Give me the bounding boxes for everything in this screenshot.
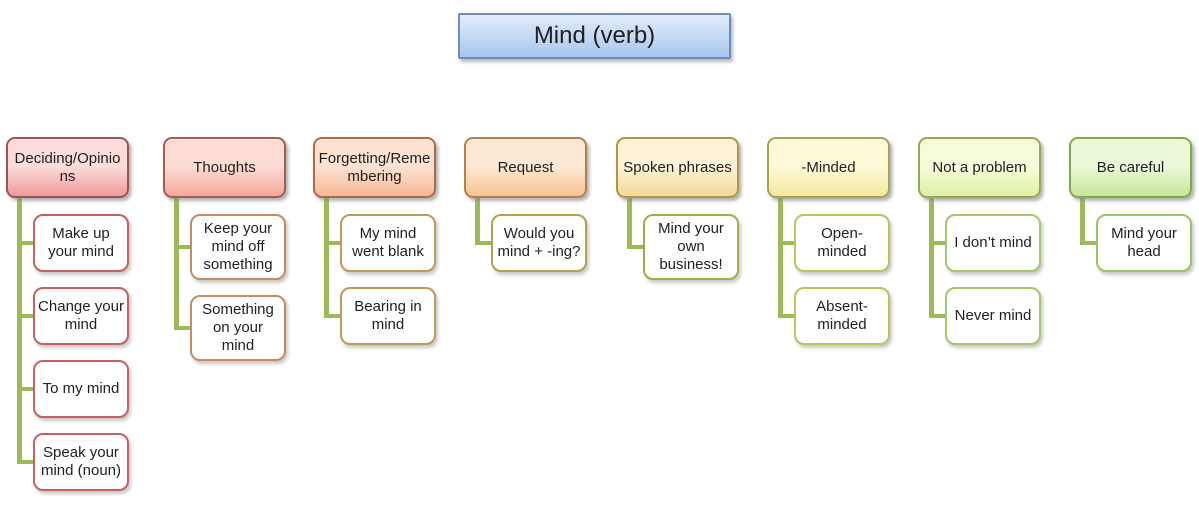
child-node: Change your mind	[19, 287, 129, 345]
child-node-label: Absent-minded	[794, 287, 890, 345]
child-node: Mind your head	[1082, 214, 1192, 272]
category-label: Request	[497, 158, 554, 176]
child-node-label: Speak your mind (noun)	[33, 433, 129, 491]
connector-line	[475, 196, 480, 245]
category-node: Deciding/Opinions	[6, 137, 129, 198]
child-node-label: Make up your mind	[33, 214, 129, 272]
connector-line	[627, 196, 632, 249]
category-label: Spoken phrases	[623, 158, 732, 176]
category-node: Be careful	[1069, 137, 1192, 198]
child-node: Speak your mind (noun)	[19, 433, 129, 491]
category-column: Be careful Mind your head	[1069, 137, 1192, 272]
connector-line	[174, 196, 179, 330]
child-node-label: Mind your head	[1096, 214, 1192, 272]
category-node: Spoken phrases	[616, 137, 739, 198]
child-node-label: Never mind	[945, 287, 1041, 345]
child-node-label: To my mind	[33, 360, 129, 418]
child-node: Make up your mind	[19, 214, 129, 272]
child-node-label: Change your mind	[33, 287, 129, 345]
connector-line	[778, 196, 783, 318]
child-node-label: Keep your mind off something	[190, 214, 286, 280]
connector-line	[1080, 196, 1085, 245]
connector-line	[929, 196, 934, 318]
child-node: Mind your own business!	[629, 214, 739, 280]
child-node: Open-minded	[780, 214, 890, 272]
category-column: Forgetting/Remembering My mind went blan…	[313, 137, 436, 345]
child-node: Never mind	[931, 287, 1041, 345]
child-node: Would you mind + -ing?	[477, 214, 587, 272]
category-label: Forgetting/Remembering	[318, 149, 431, 185]
category-node: Forgetting/Remembering	[313, 137, 436, 198]
child-node-label: Something on your mind	[190, 295, 286, 361]
child-node: I don’t mind	[931, 214, 1041, 272]
child-node-label: Would you mind + -ing?	[491, 214, 587, 272]
category-label: Be careful	[1096, 158, 1165, 176]
child-node-label: I don’t mind	[945, 214, 1041, 272]
category-column: Request Would you mind + -ing?	[464, 137, 587, 272]
child-node-label: Bearing in mind	[340, 287, 436, 345]
child-node: Keep your mind off something	[176, 214, 286, 280]
category-node: Request	[464, 137, 587, 198]
child-node-label: Open-minded	[794, 214, 890, 272]
child-nodes: Mind your head	[1082, 198, 1192, 272]
child-node: Something on your mind	[176, 295, 286, 361]
child-node: To my mind	[19, 360, 129, 418]
category-column: Spoken phrases Mind your own business!	[616, 137, 739, 280]
connector-line	[17, 196, 22, 464]
category-label: Not a problem	[932, 158, 1027, 176]
child-node: My mind went blank	[326, 214, 436, 272]
diagram-title-box: Mind (verb)	[458, 13, 731, 59]
category-label: -Minded	[801, 158, 856, 176]
category-label: Deciding/Opinions	[14, 149, 121, 185]
connector-line	[324, 196, 329, 318]
category-node: Not a problem	[918, 137, 1041, 198]
child-nodes: Mind your own business!	[629, 198, 739, 280]
child-node: Bearing in mind	[326, 287, 436, 345]
child-nodes: Would you mind + -ing?	[477, 198, 587, 272]
category-label: Thoughts	[193, 158, 256, 176]
category-node: -Minded	[767, 137, 890, 198]
child-node-label: Mind your own business!	[643, 214, 739, 280]
child-node-label: My mind went blank	[340, 214, 436, 272]
child-node: Absent-minded	[780, 287, 890, 345]
category-node: Thoughts	[163, 137, 286, 198]
diagram-title-label: Mind (verb)	[533, 22, 656, 49]
